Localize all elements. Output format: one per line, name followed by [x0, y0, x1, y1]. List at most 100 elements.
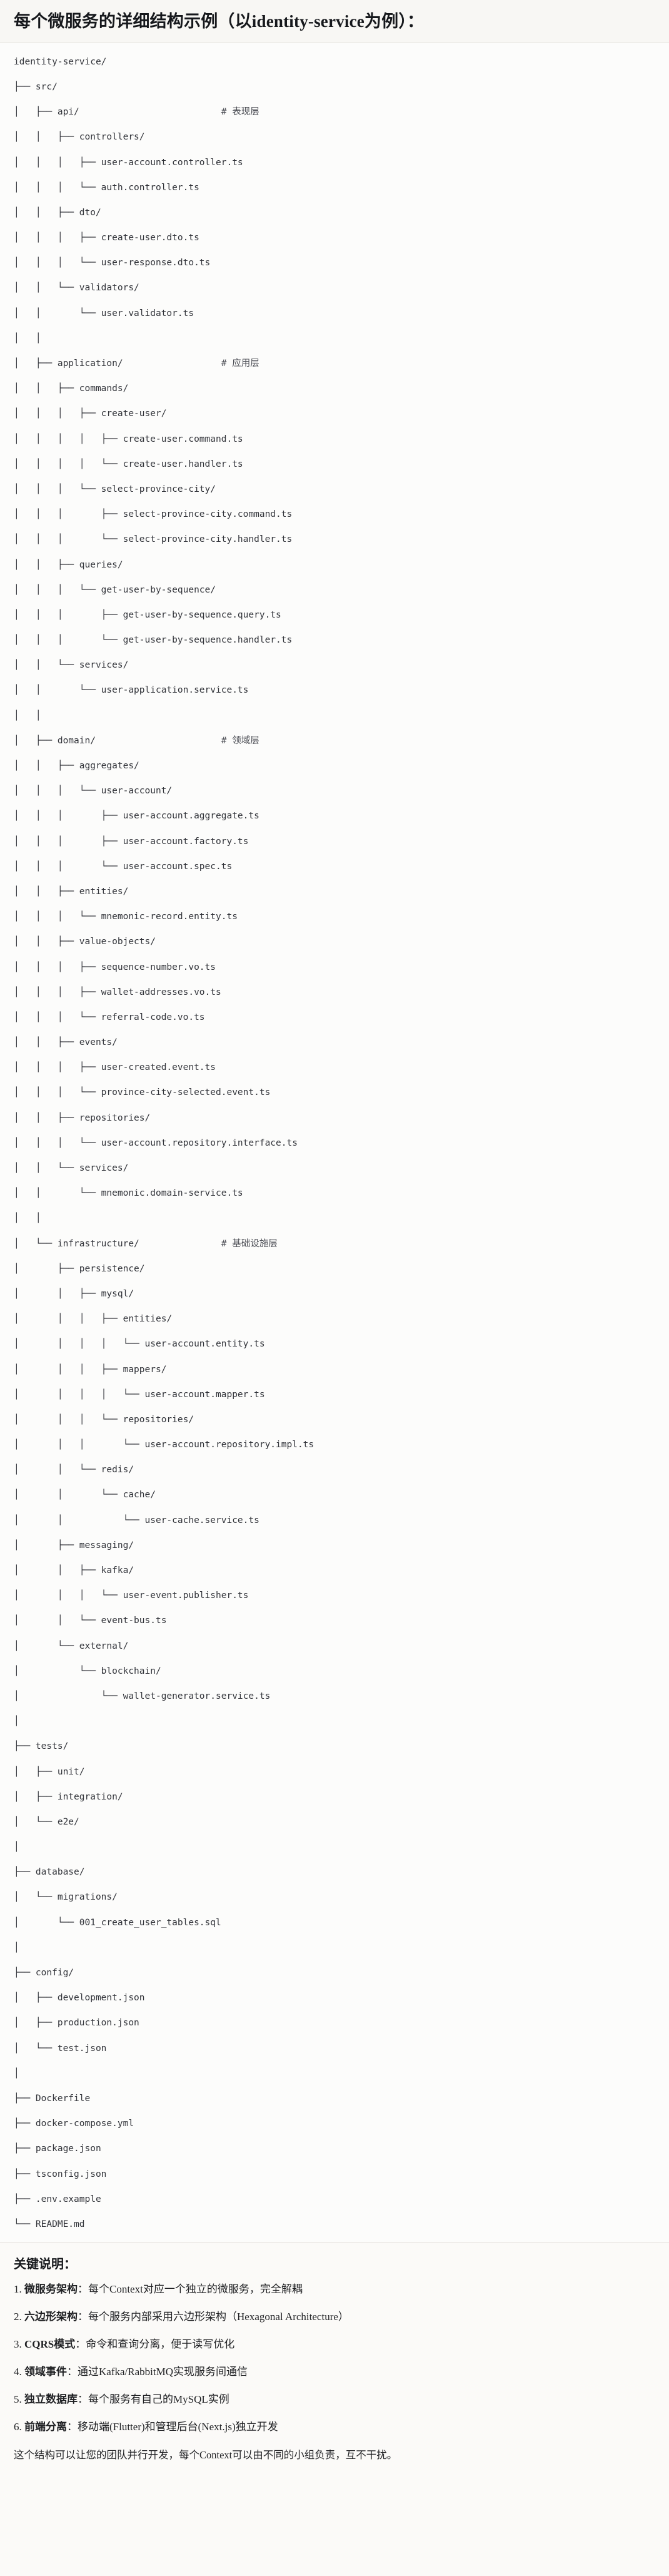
tree-line: │ │ └── user.validator.ts [14, 308, 194, 318]
tree-line: ├── src/ [14, 81, 58, 92]
tree-line: │ │ └── redis/ [14, 1465, 134, 1475]
note-number: 6. [14, 2420, 24, 2433]
note-number: 3. [14, 2338, 24, 2350]
tree-line: │ [14, 1942, 19, 1953]
note-key: 六边形架构 [24, 2310, 78, 2323]
tree-line: ├── database/ [14, 1867, 85, 1878]
tree-line: │ │ │ └── province-city-selected.event.t… [14, 1087, 271, 1098]
note-body: ：每个服务有自己的MySQL实例 [78, 2393, 229, 2405]
tree-line: │ └── external/ [14, 1641, 129, 1651]
tree-line: │ │ │ │ ├── create-user.command.ts [14, 434, 243, 444]
tree-line: │ ├── application/ # 应用层 [14, 359, 259, 369]
note-key: 前端分离 [24, 2420, 67, 2433]
tree-line: │ └── test.json [14, 2043, 107, 2054]
page-root: 每个微服务的详细结构示例（以identity-service为例）： ident… [0, 0, 669, 2480]
tree-line: ├── tsconfig.json [14, 2169, 107, 2179]
note-number: 1. [14, 2283, 24, 2295]
tree-line: ├── tests/ [14, 1741, 69, 1752]
note-key: 领域事件 [24, 2365, 67, 2378]
tree-line: │ │ [14, 333, 41, 344]
tree-line: │ │ │ ├── wallet-addresses.vo.ts [14, 987, 221, 997]
tree-line: │ ├── unit/ [14, 1766, 85, 1777]
tree-line: │ │ │ └── get-user-by-sequence/ [14, 584, 216, 595]
tree-line: │ │ ├── dto/ [14, 207, 101, 218]
tree-line: │ ├── persistence/ [14, 1263, 145, 1274]
tree-line: │ ├── integration/ [14, 1791, 123, 1802]
note-item: 6. 前端分离：移动端(Flutter)和管理后台(Next.js)独立开发 [14, 2420, 655, 2435]
directory-tree: identity-service/ ├── src/ │ ├── api/ # … [0, 56, 669, 2231]
note-body: ：每个服务内部采用六边形架构（Hexagonal Architecture） [78, 2310, 349, 2323]
tree-line-comment: # 表现层 [221, 107, 259, 118]
tree-line: │ │ │ ├── entities/ [14, 1314, 173, 1325]
tree-line: ├── Dockerfile [14, 2093, 91, 2104]
tree-line: │ │ │ ├── user-account.factory.ts [14, 836, 249, 847]
directory-tree-block: identity-service/ ├── src/ │ ├── api/ # … [0, 43, 669, 2243]
tree-line: │ │ │ └── user-account.repository.interf… [14, 1138, 298, 1148]
tree-line: │ │ │ └── user-account.spec.ts [14, 861, 233, 872]
note-item: 5. 独立数据库：每个服务有自己的MySQL实例 [14, 2393, 655, 2407]
tree-line: │ │ │ ├── create-user/ [14, 409, 167, 419]
note-item: 1. 微服务架构：每个Context对应一个独立的微服务，完全解耦 [14, 2283, 655, 2297]
tree-line: │ │ │ ├── user-account.controller.ts [14, 157, 243, 168]
page-header: 每个微服务的详细结构示例（以identity-service为例）： [0, 0, 669, 43]
tree-line: ├── config/ [14, 1968, 74, 1978]
note-body: ：移动端(Flutter)和管理后台(Next.js)独立开发 [67, 2420, 278, 2433]
tree-line: │ │ ├── repositories/ [14, 1112, 151, 1123]
tree-line: │ [14, 2068, 19, 2079]
note-body: ：每个Context对应一个独立的微服务，完全解耦 [78, 2283, 303, 2295]
tree-line: │ │ ├── entities/ [14, 886, 129, 897]
tree-line: │ └── e2e/ [14, 1816, 79, 1827]
note-key: 独立数据库 [24, 2393, 78, 2405]
tree-line: │ [14, 1716, 19, 1727]
tree-line: │ │ ├── mysql/ [14, 1288, 134, 1299]
tree-line: │ │ │ ├── sequence-number.vo.ts [14, 962, 216, 972]
tree-line: │ └── infrastructure/ # 基础设施层 [14, 1238, 278, 1249]
tree-line: │ ├── api/ # 表现层 [14, 107, 259, 118]
tree-line: │ │ │ │ └── create-user.handler.ts [14, 459, 243, 469]
tree-line: │ │ └── mnemonic.domain-service.ts [14, 1188, 243, 1199]
tree-line: │ │ └── services/ [14, 660, 129, 671]
tree-line: │ │ ├── aggregates/ [14, 761, 139, 771]
tree-line: │ │ │ └── user-event.publisher.ts [14, 1591, 249, 1601]
note-body: ：通过Kafka/RabbitMQ实现服务间通信 [67, 2365, 248, 2378]
key-notes-list: 1. 微服务架构：每个Context对应一个独立的微服务，完全解耦 2. 六边形… [14, 2283, 655, 2435]
tree-line: └── README.md [14, 2219, 85, 2229]
tree-line: │ │ ├── queries/ [14, 559, 123, 570]
tree-line: │ │ └── user-application.service.ts [14, 685, 249, 696]
note-number: 2. [14, 2310, 24, 2323]
directory-tree-lines: identity-service/ ├── src/ │ ├── api/ # … [14, 56, 655, 2231]
tree-line: │ │ [14, 1213, 41, 1224]
tree-line: │ │ ├── events/ [14, 1037, 118, 1048]
tree-line: │ │ │ └── mnemonic-record.entity.ts [14, 912, 238, 922]
tree-line: │ │ │ ├── create-user.dto.ts [14, 233, 199, 243]
tree-line-comment: # 基础设施层 [221, 1238, 278, 1249]
tree-line: │ │ ├── controllers/ [14, 132, 145, 143]
note-item: 3. CQRS模式：命令和查询分离，便于读写优化 [14, 2338, 655, 2352]
note-number: 5. [14, 2393, 24, 2405]
tree-line: │ │ │ ├── get-user-by-sequence.query.ts [14, 609, 281, 620]
note-key: CQRS模式 [24, 2338, 76, 2350]
key-notes-title: 关键说明： [14, 2257, 76, 2271]
tree-line: │ │ │ └── user-response.dto.ts [14, 258, 211, 268]
tree-line: │ ├── development.json [14, 1993, 145, 2003]
tree-line: │ │ │ └── select-province-city/ [14, 484, 216, 494]
tree-line: │ │ [14, 710, 41, 721]
tree-line: │ │ │ └── repositories/ [14, 1414, 194, 1425]
tree-line: │ ├── production.json [14, 2018, 139, 2029]
tree-line: │ │ │ ├── user-created.event.ts [14, 1062, 216, 1073]
closing-paragraph: 这个结构可以让您的团队并行开发，每个Context可以由不同的小组负责，互不干扰… [14, 2448, 398, 2461]
tree-line: │ │ └── services/ [14, 1163, 129, 1173]
tree-line: │ │ │ ├── mappers/ [14, 1364, 167, 1375]
tree-line: │ │ └── event-bus.ts [14, 1616, 167, 1626]
tree-line: │ │ │ └── user-account.repository.impl.t… [14, 1440, 314, 1450]
tree-line: │ │ └── validators/ [14, 283, 139, 293]
note-body: ：命令和查询分离，便于读写优化 [75, 2338, 235, 2350]
note-item: 4. 领域事件：通过Kafka/RabbitMQ实现服务间通信 [14, 2365, 655, 2380]
tree-line: │ │ │ ├── user-account.aggregate.ts [14, 811, 259, 822]
tree-line: │ [14, 1842, 19, 1853]
tree-line: │ │ └── cache/ [14, 1490, 156, 1500]
tree-line: │ └── blockchain/ [14, 1666, 161, 1676]
key-notes-section: 关键说明： 1. 微服务架构：每个Context对应一个独立的微服务，完全解耦 … [0, 2242, 669, 2480]
tree-line: │ │ ├── value-objects/ [14, 937, 156, 947]
tree-line: │ │ │ └── referral-code.vo.ts [14, 1012, 205, 1022]
